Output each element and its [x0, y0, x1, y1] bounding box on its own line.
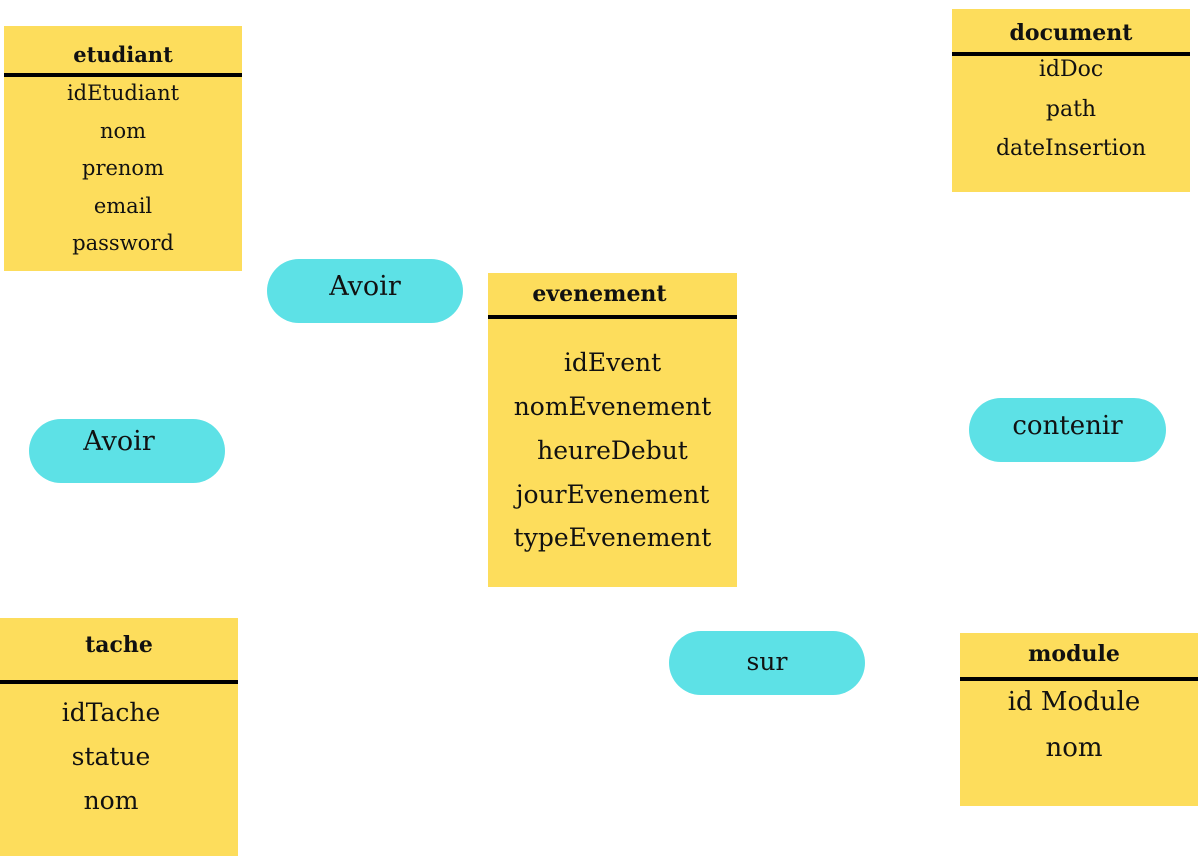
relation-avoir-top: Avoir — [267, 259, 463, 323]
attribute: dateInsertion — [995, 136, 1147, 161]
relation-avoir-left: Avoir — [29, 419, 225, 483]
attribute: idDoc — [1038, 57, 1104, 82]
entity-document: document idDoc path dateInsertion — [952, 9, 1190, 192]
entity-evenement: evenement idEvent nomEvenement heureDebu… — [488, 273, 737, 587]
entity-etudiant: etudiant idEtudiant nom prenom email pas… — [4, 26, 242, 271]
attribute: typeEvenement — [513, 523, 712, 552]
attribute: id Module — [1007, 687, 1141, 717]
title-divider — [488, 315, 737, 319]
attribute: idTache — [61, 698, 161, 727]
attribute: idEvent — [563, 348, 662, 377]
entity-title: document — [1009, 20, 1133, 46]
attribute: heureDebut — [537, 436, 688, 465]
attribute: prenom — [82, 156, 164, 180]
attribute: nomEvenement — [513, 392, 712, 421]
title-divider — [960, 677, 1198, 681]
title-divider — [0, 680, 238, 684]
title-divider — [952, 52, 1190, 56]
attribute: jourEvenement — [515, 480, 710, 509]
attribute: path — [1045, 97, 1097, 122]
entity-title: evenement — [532, 281, 667, 307]
attribute: statue — [71, 742, 151, 771]
entity-title: etudiant — [73, 42, 173, 67]
entity-tache: tache idTache statue nom — [0, 618, 238, 856]
attribute: password — [72, 231, 174, 255]
entity-title: tache — [85, 632, 153, 658]
entity-module: module id Module nom — [960, 633, 1198, 806]
title-divider — [4, 73, 242, 77]
attribute: email — [93, 194, 153, 218]
relation-contenir: contenir — [969, 398, 1166, 462]
entity-title: module — [1028, 641, 1120, 667]
relation-sur: sur — [669, 631, 865, 695]
attribute: nom — [99, 119, 147, 143]
attribute: nom — [83, 786, 139, 815]
attribute: idEtudiant — [66, 81, 180, 105]
attribute: nom — [1045, 733, 1103, 763]
